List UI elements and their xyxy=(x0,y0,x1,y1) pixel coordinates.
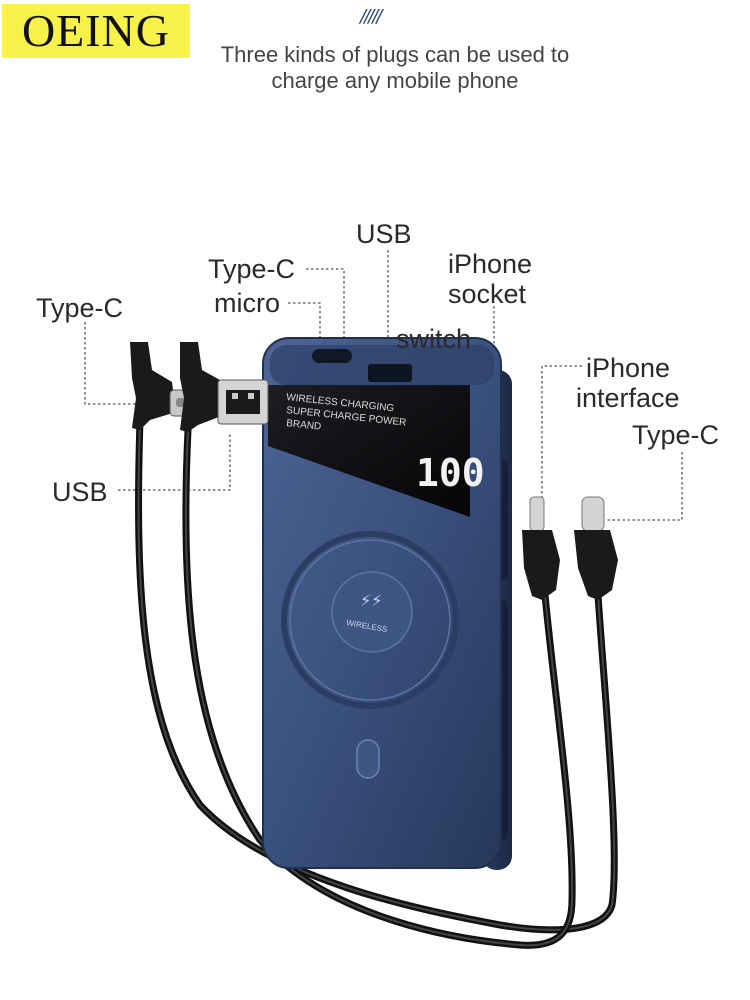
label-type-c-top: Type-C xyxy=(208,254,296,284)
wireless-ring xyxy=(281,531,459,709)
right-lightning-plug xyxy=(522,496,560,600)
label-iphone-socket-line-1: iPhone xyxy=(448,249,533,279)
cable-loops xyxy=(135,416,618,949)
power-button xyxy=(356,739,380,779)
usb-port xyxy=(368,364,412,382)
screen-line-3: BRAND xyxy=(286,418,322,433)
battery-display: 100 xyxy=(416,451,485,495)
brand-logo-text: OEING xyxy=(21,5,171,56)
charging-icon: ⚡⚡ xyxy=(360,591,382,610)
left-usb-plug xyxy=(180,342,269,432)
label-type-c-right: Type-C xyxy=(632,420,720,450)
label-iphone-socket-line-2: socket xyxy=(448,279,527,309)
label-switch: switch xyxy=(396,324,472,354)
type-c-port xyxy=(312,349,352,363)
tagline-line-2: charge any mobile phone xyxy=(271,68,519,93)
wireless-pad xyxy=(331,571,413,653)
label-usb-top: USB xyxy=(356,219,412,249)
tagline-line-1: Three kinds of plugs can be used to xyxy=(220,42,570,67)
tagline: Three kinds of plugs can be used to char… xyxy=(190,42,600,94)
label-usb-left: USB xyxy=(52,477,108,507)
label-type-c-left: Type-C xyxy=(36,293,124,323)
label-micro: micro xyxy=(214,288,280,318)
right-type-c-plug xyxy=(574,496,618,600)
label-iphone-interface-line-2: interface xyxy=(576,383,680,413)
decorative-slashes: ///// xyxy=(360,6,382,27)
label-iphone-interface-line-1: iPhone xyxy=(586,353,671,383)
brand-logo: OEING xyxy=(2,4,190,58)
power-bank: WIRELESS CHARGING SUPER CHARGE POWER BRA… xyxy=(262,337,512,870)
